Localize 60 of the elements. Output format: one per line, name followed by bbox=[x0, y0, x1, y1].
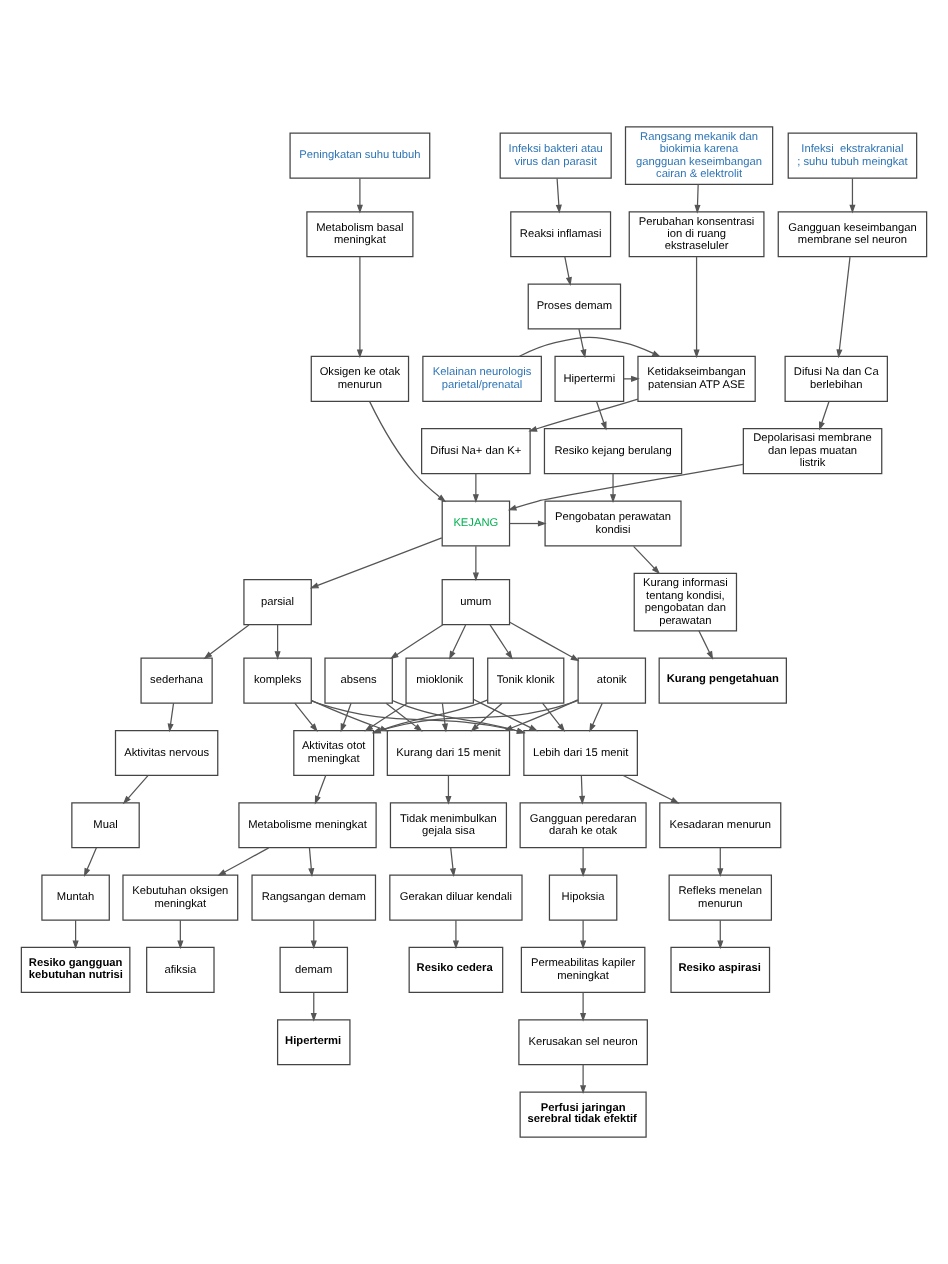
arrow bbox=[836, 256, 851, 359]
arrow bbox=[698, 630, 714, 660]
arrow bbox=[622, 774, 680, 804]
arrow bbox=[309, 537, 443, 589]
arrow bbox=[72, 919, 79, 950]
arrow bbox=[389, 624, 444, 660]
arrow bbox=[473, 698, 538, 732]
arrow bbox=[589, 702, 603, 733]
arrow bbox=[579, 774, 586, 805]
arrow bbox=[849, 177, 856, 214]
arrow bbox=[470, 702, 503, 732]
arrow bbox=[717, 919, 724, 950]
arrow bbox=[541, 702, 566, 732]
arrow bbox=[177, 919, 184, 950]
arrow bbox=[717, 847, 724, 878]
arrow bbox=[623, 375, 640, 382]
arrow bbox=[310, 991, 317, 1022]
arrow bbox=[203, 624, 250, 660]
arrow bbox=[819, 400, 830, 431]
arrow bbox=[391, 699, 526, 734]
arrow bbox=[564, 256, 572, 286]
arrow bbox=[217, 847, 270, 877]
arrow bbox=[507, 463, 744, 511]
arrow bbox=[83, 847, 97, 877]
arrow bbox=[385, 702, 423, 732]
arrow bbox=[445, 774, 452, 805]
arrow bbox=[693, 256, 700, 359]
arrow bbox=[274, 624, 281, 660]
arrow bbox=[314, 774, 327, 805]
arrow bbox=[452, 919, 459, 950]
arrow bbox=[167, 702, 175, 733]
arrow bbox=[449, 624, 467, 660]
arrow bbox=[632, 545, 661, 575]
arrow bbox=[441, 702, 448, 733]
arrow bbox=[310, 919, 317, 950]
arrow bbox=[509, 621, 580, 662]
arrow bbox=[580, 1064, 587, 1094]
arrow bbox=[122, 774, 149, 805]
arrow bbox=[580, 991, 587, 1022]
arrow bbox=[528, 398, 639, 432]
arrow bbox=[509, 520, 547, 527]
arrow bbox=[472, 473, 479, 503]
arrow bbox=[580, 847, 587, 878]
arrow bbox=[555, 177, 562, 214]
arrow bbox=[595, 400, 607, 431]
arrow bbox=[356, 177, 363, 214]
arrow bbox=[503, 699, 579, 731]
arrow bbox=[580, 919, 587, 950]
arrow bbox=[308, 847, 315, 878]
arrow bbox=[694, 183, 701, 214]
arrow bbox=[489, 624, 513, 660]
arrow bbox=[369, 401, 447, 503]
arrow bbox=[609, 473, 617, 503]
arrow bbox=[449, 847, 456, 878]
arrow bbox=[518, 336, 661, 358]
arrow bbox=[340, 702, 352, 733]
arrow bbox=[578, 328, 587, 359]
arrow bbox=[294, 702, 318, 732]
arrow bbox=[356, 256, 363, 359]
arrow bbox=[472, 545, 479, 582]
